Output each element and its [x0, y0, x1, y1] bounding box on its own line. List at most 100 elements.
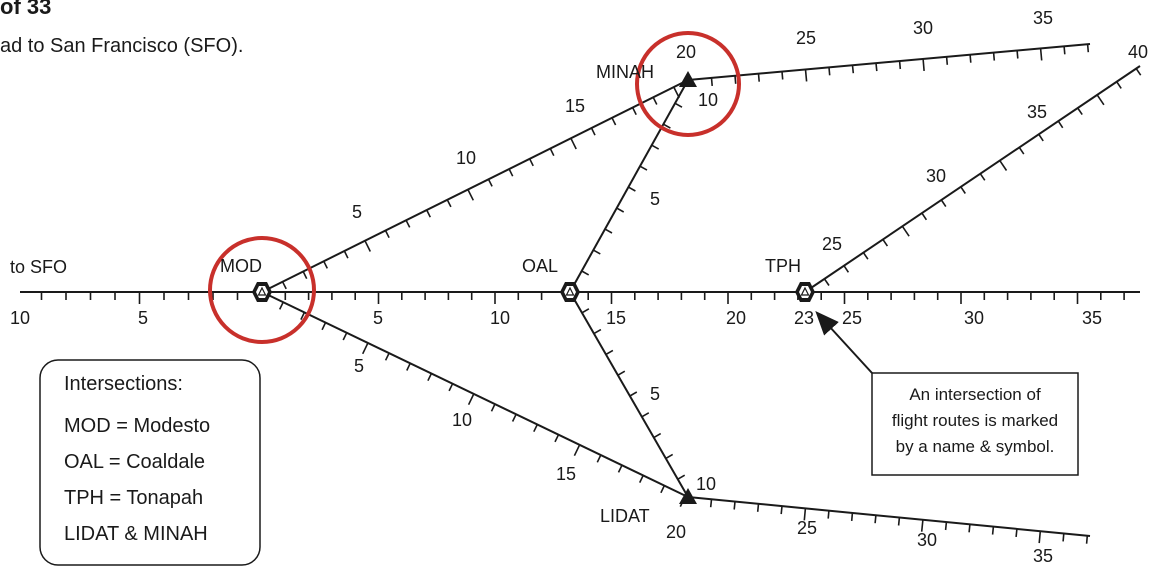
- lidat-tick-label: 25: [797, 518, 817, 538]
- route-tick: [405, 219, 411, 228]
- lower-tick-label: 15: [556, 464, 576, 484]
- callout-line: flight routes is marked: [892, 411, 1058, 430]
- lower-tick-label: 5: [354, 356, 364, 376]
- route-tick: [467, 393, 475, 406]
- route-tick: [674, 102, 683, 108]
- route-tick: [549, 148, 555, 157]
- route-tick: [323, 260, 329, 269]
- route-tick: [665, 453, 674, 460]
- route-tick: [617, 370, 626, 376]
- route-tick: [406, 362, 411, 371]
- main-tick-label: 5: [373, 308, 383, 328]
- route-tick: [590, 127, 596, 136]
- route-tick: [1038, 133, 1044, 142]
- main-tick-label: 10: [490, 308, 510, 328]
- callout-arrow: [815, 311, 873, 374]
- route-tick: [940, 199, 947, 208]
- upper-tick-label: 5: [352, 202, 362, 222]
- route-tick: [639, 165, 648, 171]
- route-tick: [425, 209, 432, 218]
- route-tick: [343, 250, 349, 259]
- oal-minah-line: [569, 79, 689, 293]
- legend-line: LIDAT & MINAH: [64, 523, 208, 545]
- route-tick: [1135, 68, 1142, 76]
- route-tick: [446, 199, 452, 208]
- route-tick: [1086, 44, 1090, 53]
- route-tick: [384, 230, 390, 239]
- route-tick: [850, 512, 854, 521]
- route-tick: [592, 249, 601, 255]
- route-tick: [1038, 531, 1042, 544]
- route-tick: [757, 73, 760, 82]
- route-tick: [999, 160, 1008, 171]
- minah-triangle-icon: [679, 71, 697, 87]
- route-tick: [803, 508, 807, 521]
- lidat-label: LIDAT: [600, 506, 650, 526]
- lower-tick-label: 20: [666, 522, 686, 542]
- route-tick: [616, 207, 625, 213]
- route-tick: [920, 519, 924, 532]
- route-tick: [734, 75, 737, 84]
- callout-line: An intersection of: [909, 385, 1041, 404]
- route-tick: [641, 412, 650, 418]
- route-tick: [1077, 107, 1083, 116]
- legend-box: [39, 359, 261, 566]
- route-tick: [605, 349, 614, 356]
- route-tick: [862, 252, 869, 260]
- route-tick: [528, 158, 534, 167]
- route-tick: [638, 475, 644, 483]
- oal-minah-tick-label: 5: [650, 189, 660, 209]
- route-tick: [361, 342, 369, 355]
- route-tick: [651, 144, 660, 150]
- oal-lidat-line: [569, 291, 689, 498]
- route-tick: [823, 278, 830, 286]
- tph-route-line: [804, 65, 1141, 293]
- mod-label: MOD: [220, 256, 262, 276]
- route-tick: [874, 515, 877, 524]
- route-tick: [533, 424, 539, 433]
- route-tick: [1062, 533, 1065, 542]
- route-tick: [1096, 94, 1105, 106]
- route-tick: [733, 501, 736, 510]
- minah-tick-label: 25: [796, 28, 816, 48]
- route-tick: [922, 58, 925, 71]
- mod-intersection-icon: [252, 282, 272, 302]
- direction-label: to SFO: [10, 257, 67, 277]
- lower-route-line: [261, 291, 689, 498]
- route-tick: [921, 212, 928, 221]
- main-tick-label: 15: [606, 308, 626, 328]
- route-tick: [960, 186, 966, 194]
- minah-label: MINAH: [596, 62, 654, 82]
- route-tick: [467, 189, 475, 201]
- tph-tick-label: 40: [1128, 42, 1148, 62]
- minah-tick-label: 35: [1033, 8, 1053, 28]
- legend-line: TPH = Tonapah: [64, 487, 203, 509]
- upper-tick-label: 15: [565, 96, 585, 116]
- route-tick: [508, 168, 514, 177]
- lidat-tick-label: 35: [1033, 546, 1053, 566]
- route-tick: [828, 67, 831, 76]
- route-ticks: [40, 44, 1142, 544]
- route-tick: [581, 308, 590, 314]
- route-tick: [490, 403, 496, 412]
- upper-route-line: [261, 79, 689, 293]
- route-tick: [944, 522, 948, 531]
- route-tick: [709, 499, 713, 508]
- route-tick: [302, 271, 308, 280]
- header-subtitle: ad to San Francisco (SFO).: [0, 35, 243, 57]
- route-tick: [1057, 120, 1064, 129]
- lidat-triangle-icon: [679, 488, 697, 504]
- main-tick-label: 25: [842, 308, 862, 328]
- mod-highlight-circle: [208, 236, 316, 344]
- route-tick: [1015, 528, 1018, 537]
- route-tick: [1016, 50, 1019, 59]
- route-tick: [511, 413, 517, 422]
- route-tick: [628, 186, 636, 192]
- route-tick: [278, 301, 284, 310]
- route-tick: [1018, 146, 1025, 155]
- route-tick: [300, 312, 306, 320]
- route-tick: [882, 238, 889, 247]
- oal-lidat-tick-label: 10: [696, 474, 716, 494]
- lidat-route-line: [687, 496, 1091, 537]
